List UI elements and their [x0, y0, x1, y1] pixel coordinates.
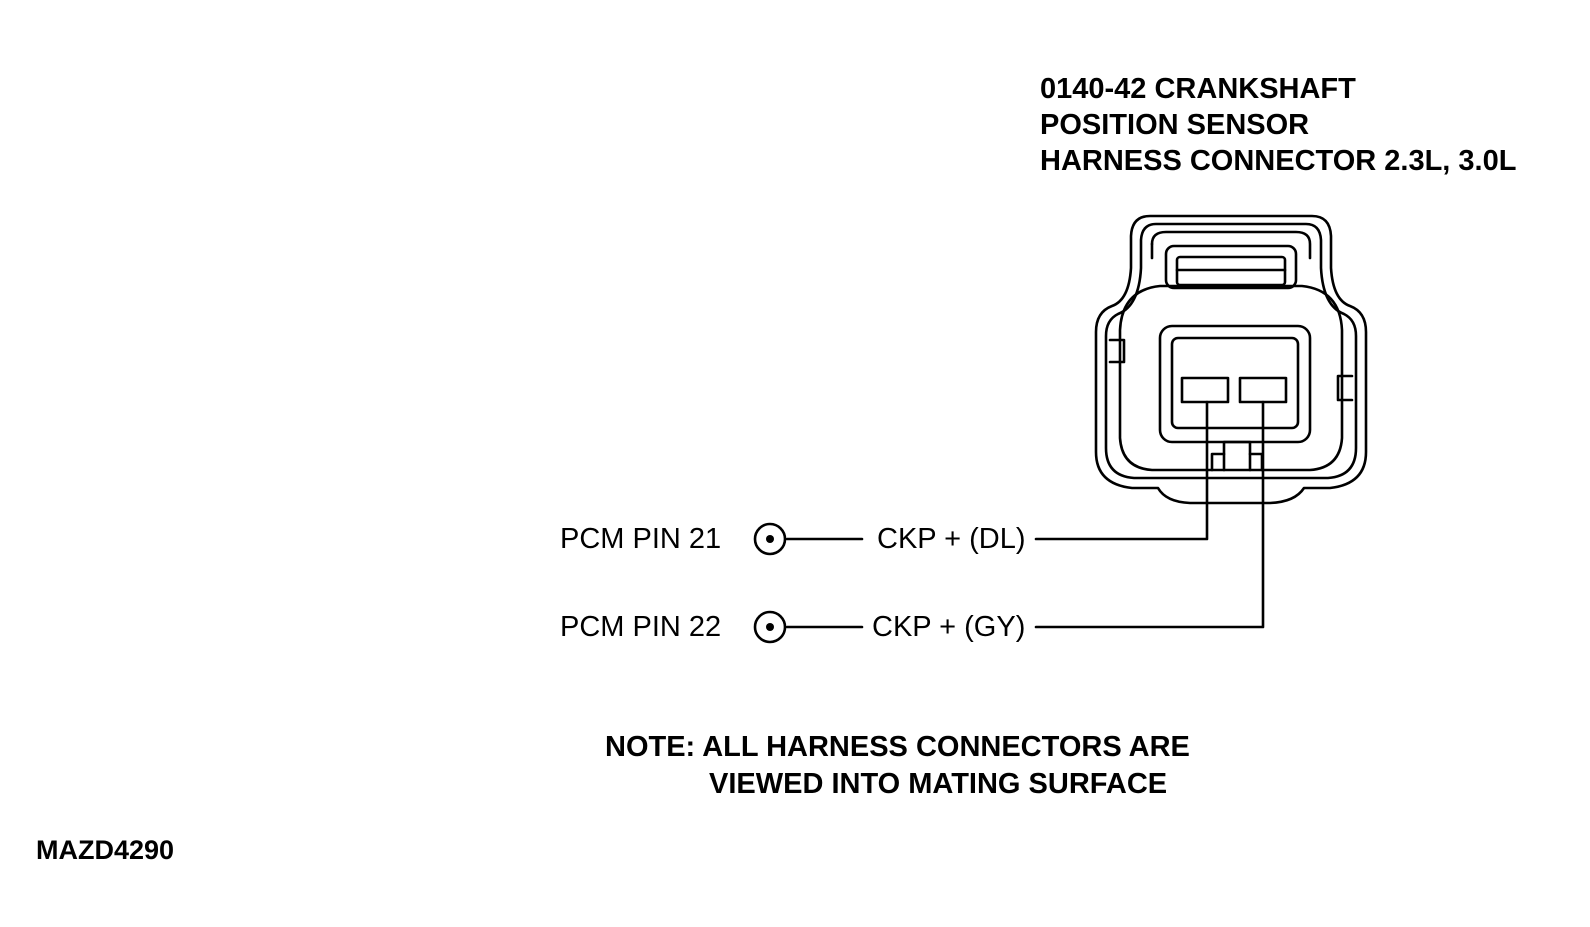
figure-id: MAZD4290: [36, 835, 175, 865]
wire-label-dl: CKP + (DL): [877, 523, 1026, 555]
wire-gy-to-terminal-2: [1034, 400, 1265, 629]
pcm-pin-22-label: PCM PIN 22: [560, 611, 722, 643]
right-side-key: [1336, 374, 1354, 402]
wire-dl-to-terminal-1: [1034, 400, 1209, 541]
note-line-1: NOTE: ALL HARNESS CONNECTORS ARE: [605, 731, 1190, 763]
terminal-2: [1238, 376, 1288, 404]
title-line-3: HARNESS CONNECTOR 2.3L, 3.0L: [1040, 145, 1517, 177]
connector-housing-outline: [1094, 214, 1368, 505]
latch-tab-outer: [1164, 244, 1298, 290]
pcm-pin-21-terminal-icon: [753, 522, 787, 556]
polarizing-key: [1210, 440, 1264, 472]
connector-housing-inner: [1104, 222, 1358, 480]
left-side-key: [1108, 338, 1126, 364]
latch-frame: [1150, 230, 1312, 260]
pcm-pin-22-terminal-icon: [753, 610, 787, 644]
wire-label-gy: CKP + (GY): [872, 611, 1026, 643]
pcm-pin-21-label: PCM PIN 21: [560, 523, 722, 555]
mating-face-inner: [1170, 336, 1300, 430]
terminal-1: [1180, 376, 1230, 404]
connector-middle-shell: [1118, 284, 1344, 472]
title-line-1: 0140-42 CRANKSHAFT: [1040, 73, 1356, 105]
note-line-2: VIEWED INTO MATING SURFACE: [709, 768, 1168, 800]
title-line-2: POSITION SENSOR: [1040, 109, 1310, 141]
